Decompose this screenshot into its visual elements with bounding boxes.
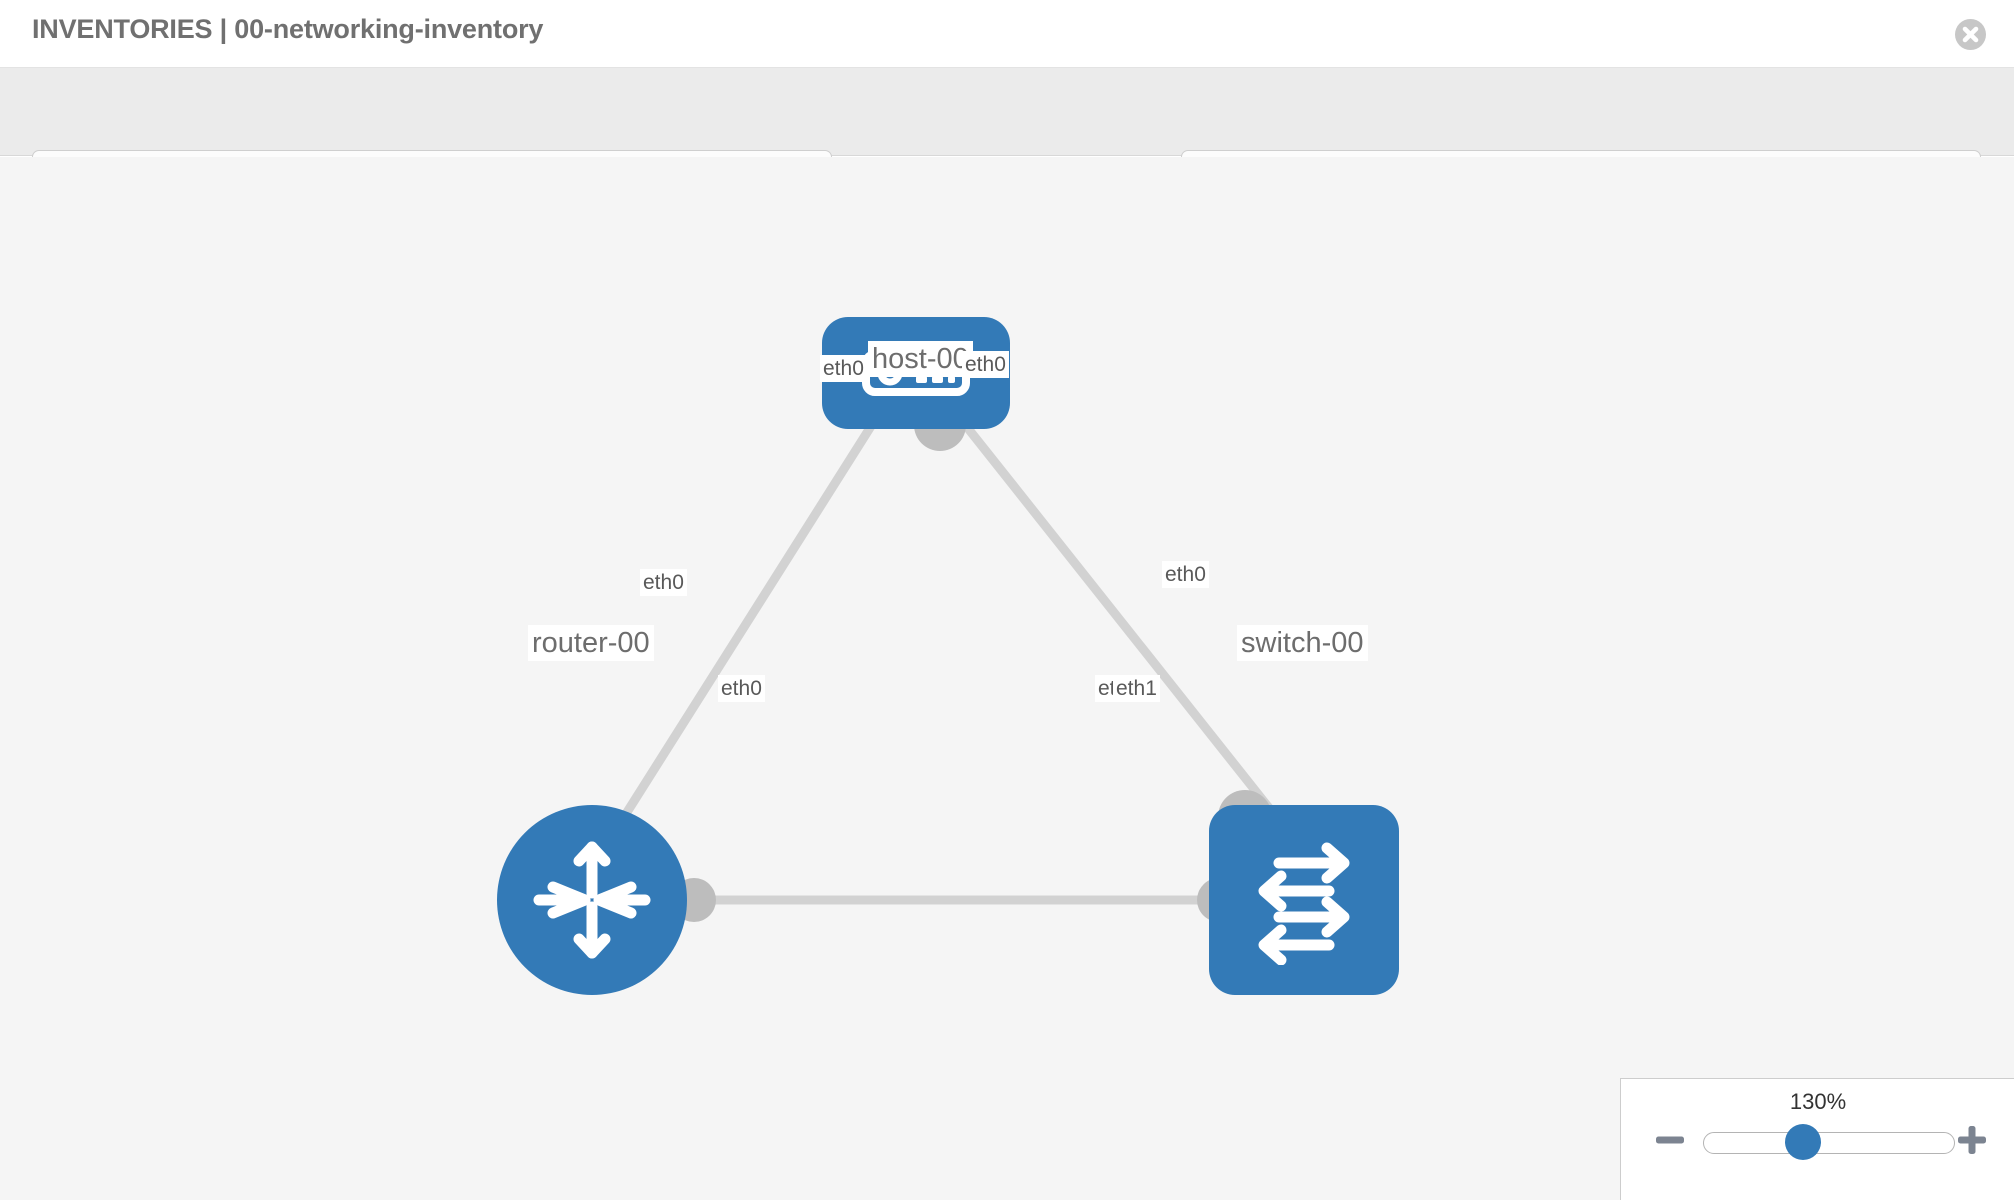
iface-label-router-to-host: eth0: [640, 569, 687, 596]
topology-links: [600, 399, 1305, 922]
link-host-router: [600, 407, 885, 852]
link-connectors: [672, 399, 1272, 922]
zoom-level-label: 130%: [1789, 1089, 1847, 1114]
node-label-host: host-00: [868, 341, 973, 377]
topology-node-switch[interactable]: [1209, 805, 1399, 995]
node-label-router: router-00: [528, 625, 654, 661]
iface-label-switch-to-router: eth1: [1113, 675, 1160, 702]
router-arrows-icon: [533, 841, 651, 959]
zoom-out-button[interactable]: [1653, 1123, 1687, 1157]
zoom-slider-thumb[interactable]: [1785, 1124, 1821, 1160]
iface-label-switch-to-host: eth0: [1162, 561, 1209, 588]
page-header: INVENTORIES | 00-networking-inventory: [0, 0, 2014, 68]
page-title: INVENTORIES | 00-networking-inventory: [32, 14, 544, 44]
zoom-control-panel: 130%: [1620, 1078, 2014, 1200]
toolbar: ACTIONS SEARCH: [0, 68, 2014, 198]
node-label-switch: switch-00: [1237, 625, 1368, 661]
iface-label-router-to-switch: eth0: [718, 675, 765, 702]
iface-label-host-to-router: eth0: [820, 355, 867, 382]
zoom-in-button[interactable]: [1955, 1123, 1989, 1157]
switch-arrows-icon: [1258, 842, 1350, 965]
topology-canvas[interactable]: host-00 router-00 switch-00 eth0 eth0 et…: [0, 157, 2014, 1200]
close-icon[interactable]: [1955, 19, 1986, 50]
iface-label-host-to-switch: eth0: [962, 351, 1009, 378]
topology-node-router[interactable]: [497, 805, 687, 995]
zoom-slider[interactable]: [1703, 1132, 1955, 1154]
link-host-switch: [950, 407, 1305, 852]
